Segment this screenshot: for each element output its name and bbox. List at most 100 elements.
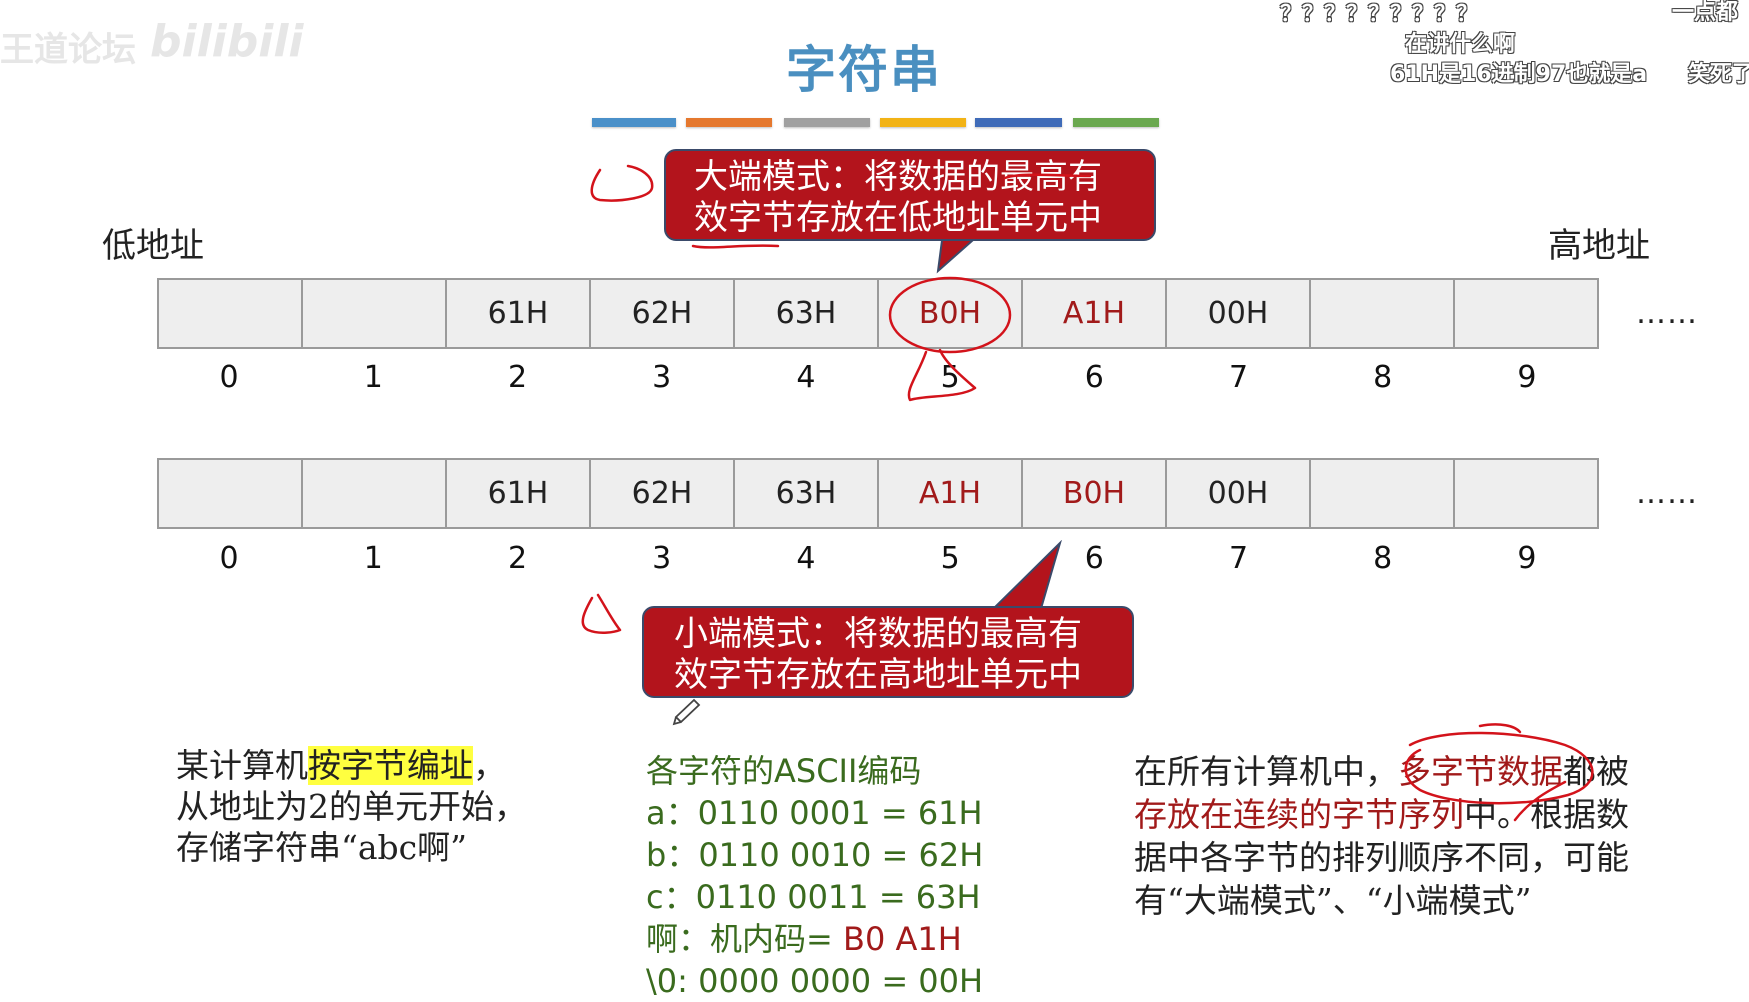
highlighted-text: 按字节编址	[308, 746, 473, 785]
text-span: ，	[473, 746, 506, 785]
big-endian-callout-line: 大端模式：将数据的最高有	[694, 157, 1102, 197]
memory-cell: 62H	[591, 460, 735, 527]
address-index: 6	[1084, 360, 1104, 395]
address-index: 6	[1084, 541, 1104, 576]
callout-pointer	[987, 540, 1062, 613]
storage-description: 某计算机按字节编址， 从地址为2的单元开始， 存储字符串“abc啊”	[176, 745, 527, 868]
memory-cell: 61H	[447, 280, 591, 347]
address-index: 8	[1373, 360, 1393, 395]
danmaku-comment: 笑死了	[1688, 62, 1749, 87]
address-index-row: 0 1 2 3 4 5 6 7 8 9	[157, 360, 1599, 395]
memory-cell: 63H	[735, 280, 879, 347]
red-text: 多字节数据	[1398, 752, 1563, 791]
ink-stroke	[590, 164, 654, 202]
red-text: 存放在连续的字节序列	[1134, 795, 1464, 834]
color-bar	[880, 118, 966, 127]
ascii-entry: 啊：机内码= B0 A1H	[646, 918, 983, 960]
text-span: 某计算机	[176, 746, 308, 785]
ink-stroke	[581, 593, 622, 634]
address-index: 0	[219, 541, 239, 576]
address-index-row: 0 1 2 3 4 5 6 7 8 9	[157, 541, 1599, 576]
color-bar	[592, 118, 676, 127]
memory-cell	[159, 280, 303, 347]
ascii-entry: a：0110 0001 = 61H	[646, 794, 983, 832]
address-index: 2	[507, 360, 528, 395]
memory-cell: 62H	[591, 280, 735, 347]
danmaku-comment: 一点都	[1672, 0, 1739, 25]
color-bar	[1073, 118, 1159, 127]
explanation-line: 据中各字节的排列顺序不同，可能	[1134, 838, 1629, 877]
memory-cell	[1311, 280, 1455, 347]
color-bar	[686, 118, 772, 127]
address-index: 8	[1373, 541, 1393, 576]
ellipsis: ……	[1636, 296, 1698, 331]
low-address-label: 低地址	[102, 226, 204, 266]
explanation-line: 在所有计算机中，多字节数据都被	[1134, 750, 1629, 793]
explanation-line: 存放在连续的字节序列中。根据数	[1134, 793, 1629, 836]
danmaku-comment: 在讲什么啊	[1405, 32, 1516, 57]
ascii-entry: b：0110 0010 = 62H	[646, 836, 984, 874]
memory-cell	[303, 460, 447, 527]
ascii-entry: c：0110 0011 = 63H	[646, 878, 981, 916]
address-index: 1	[363, 541, 383, 576]
little-endian-callout-line: 小端模式：将数据的最高有	[674, 614, 1082, 654]
ink-stroke	[1478, 723, 1522, 734]
bilibili-logo: bilibili	[150, 16, 304, 67]
address-index: 3	[652, 360, 672, 395]
memory-cell	[303, 280, 447, 347]
memory-cell	[1311, 460, 1455, 527]
little-endian-callout-line: 效字节存放在高地址单元中	[674, 655, 1082, 695]
color-bar	[975, 118, 1062, 127]
address-index: 5	[940, 541, 960, 576]
endianness-explanation: 在所有计算机中，多字节数据都被 存放在连续的字节序列中。根据数 据中各字节的排列…	[1134, 750, 1629, 922]
big-endian-callout-line: 效字节存放在低地址单元中	[694, 198, 1102, 238]
high-address-label: 高地址	[1548, 226, 1650, 266]
memory-cell: 61H	[447, 460, 591, 527]
memory-row-little-endian: 61H 62H 63H A1H B0H 00H	[157, 458, 1599, 529]
explanation-line: 有“大端模式”、“小端模式”	[1134, 881, 1532, 920]
memory-cell: 00H	[1167, 460, 1311, 527]
address-index: 3	[652, 541, 672, 576]
address-index: 1	[363, 360, 383, 395]
text-span: 啊：机内码=	[646, 920, 843, 958]
ascii-code-list: 各字符的ASCII编码 a：0110 0001 = 61H b：0110 001…	[646, 750, 983, 1002]
memory-cell	[159, 460, 303, 527]
ascii-heading: 各字符的ASCII编码	[646, 752, 922, 790]
memory-row-big-endian: 61H 62H 63H B0H A1H 00H	[157, 278, 1599, 349]
address-index: 9	[1517, 360, 1537, 395]
storage-description-line: 从地址为2的单元开始，	[176, 787, 527, 826]
memory-cell: 00H	[1167, 280, 1311, 347]
text-span: 中。根据数	[1464, 795, 1629, 834]
memory-cell: 63H	[735, 460, 879, 527]
storage-description-line: 某计算机按字节编址，	[176, 745, 527, 786]
storage-description-line: 存储字符串“abc啊”	[176, 828, 468, 867]
address-index: 7	[1228, 360, 1249, 395]
pen-cursor-icon	[672, 698, 701, 726]
big-endian-callout: 大端模式：将数据的最高有 效字节存放在低地址单元中	[664, 149, 1156, 241]
address-index: 0	[219, 360, 239, 395]
little-endian-callout: 小端模式：将数据的最高有 效字节存放在高地址单元中	[642, 606, 1134, 698]
danmaku-comment: 61H是16进制97也就是a	[1390, 62, 1648, 87]
memory-cell: B0H	[879, 280, 1023, 347]
memory-cell: B0H	[1023, 460, 1167, 527]
text-span: 都被	[1563, 752, 1629, 791]
memory-cell	[1455, 280, 1597, 347]
address-index: 4	[796, 360, 816, 395]
text-span: 在所有计算机中，	[1134, 752, 1398, 791]
ink-stroke	[691, 244, 780, 249]
memory-cell	[1455, 460, 1597, 527]
danmaku-comment: ？？？？？？？？？	[1280, 2, 1479, 27]
ah-code-value: B0 A1H	[843, 920, 962, 958]
address-index: 2	[507, 541, 528, 576]
address-index: 4	[796, 541, 816, 576]
memory-cell: A1H	[879, 460, 1023, 527]
ellipsis: ……	[1636, 476, 1698, 511]
slide-title: 字符串	[786, 41, 942, 99]
watermark-text: 王道论坛	[0, 30, 136, 70]
memory-cell: A1H	[1023, 280, 1167, 347]
ascii-entry: \0: 0000 0000 = 00H	[646, 962, 984, 1000]
address-index: 7	[1228, 541, 1249, 576]
address-index: 9	[1517, 541, 1537, 576]
color-bar	[784, 118, 870, 127]
address-index: 5	[940, 360, 960, 395]
